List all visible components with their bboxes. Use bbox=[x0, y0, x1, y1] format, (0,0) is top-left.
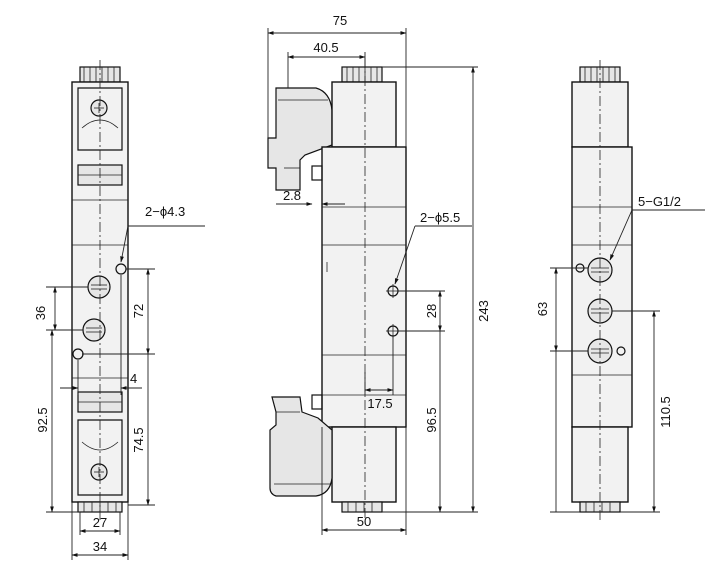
right-view: 5−G1/2 63 110.5 bbox=[535, 60, 705, 520]
center-hole-callout: 2−ϕ5.5 bbox=[420, 210, 460, 225]
right-dim-110-5: 110.5 bbox=[658, 396, 673, 428]
right-port-callout: 5−G1/2 bbox=[638, 194, 681, 209]
left-dim-27: 27 bbox=[93, 515, 107, 530]
center-dim-96-5: 96.5 bbox=[424, 407, 439, 432]
left-port-upper bbox=[87, 275, 111, 299]
lower-solenoid-connector bbox=[269, 396, 333, 497]
left-dim-4: 4 bbox=[130, 371, 137, 386]
center-upper-head bbox=[331, 81, 397, 148]
right-dim-63: 63 bbox=[535, 302, 550, 316]
left-dim-74-5: 74.5 bbox=[131, 427, 146, 452]
left-view: 2−ϕ4.3 36 72 4 92.5 74.5 27 34 bbox=[33, 60, 205, 560]
right-valve-body bbox=[571, 146, 633, 428]
left-dim-34: 34 bbox=[93, 539, 107, 554]
right-small-hole-right bbox=[616, 346, 626, 356]
left-dim-36: 36 bbox=[33, 306, 48, 320]
center-top-knob bbox=[341, 66, 383, 83]
left-hole-callout: 2−ϕ4.3 bbox=[145, 204, 185, 219]
center-dim-50: 50 bbox=[357, 514, 371, 529]
center-view: 75 40.5 2.8 2−ϕ5.5 28 17.5 96.5 243 50 bbox=[267, 13, 491, 535]
left-dim-92-5: 92.5 bbox=[35, 407, 50, 432]
center-valve-body bbox=[321, 146, 407, 428]
center-dim-40-5: 40.5 bbox=[313, 40, 338, 55]
center-dim-17-5: 17.5 bbox=[367, 396, 392, 411]
center-dim-28: 28 bbox=[424, 304, 439, 318]
center-dim-243: 243 bbox=[476, 300, 491, 322]
left-dim-72: 72 bbox=[131, 304, 146, 318]
center-dim-2-8: 2.8 bbox=[283, 188, 301, 203]
left-port-lower bbox=[82, 318, 106, 342]
center-lower-head bbox=[331, 426, 397, 503]
center-bottom-knob bbox=[341, 501, 383, 513]
center-dim-75: 75 bbox=[333, 13, 347, 28]
